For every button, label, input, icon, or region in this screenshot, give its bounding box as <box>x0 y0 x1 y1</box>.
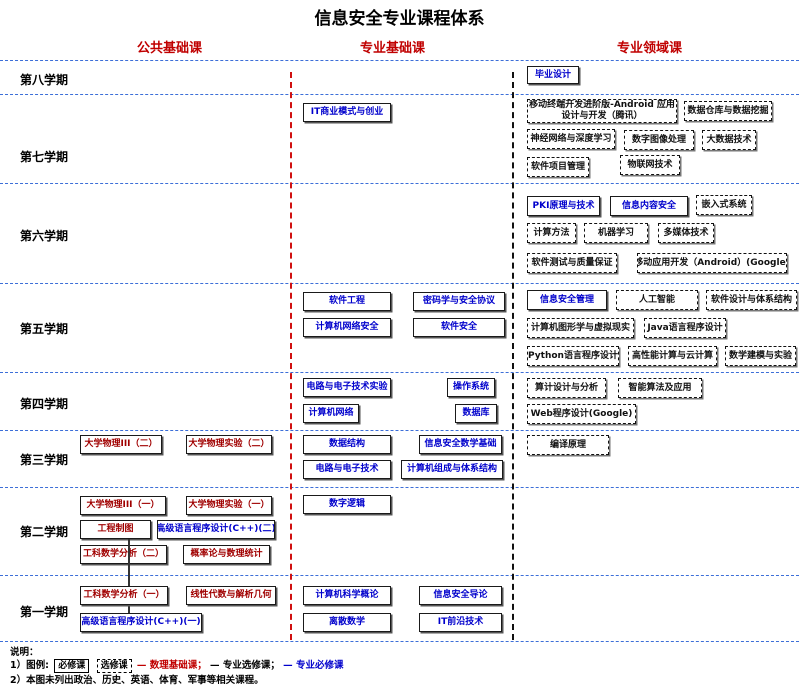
course-box: 信息安全管理 <box>527 290 607 310</box>
prerequisite-connector <box>128 539 130 619</box>
term-label-2: 第二学期 <box>20 525 69 539</box>
diagram-title: 信息安全专业课程体系 <box>314 9 485 29</box>
notes-heading: 说明： <box>10 647 39 658</box>
course-box: Python语言程序设计 <box>527 346 619 366</box>
course-box: 高级语言程序设计(C++)(二) <box>157 520 275 539</box>
course-box: 毕业设计 <box>527 66 579 84</box>
course-box: 信息内容安全 <box>610 196 688 216</box>
course-box: 计算机网络 <box>303 404 359 423</box>
course-box: 智能算法及应用 <box>618 378 702 398</box>
course-box: 电路与电子技术实验 <box>303 378 391 397</box>
course-box: 电路与电子技术 <box>303 460 391 479</box>
course-box: 密码学与安全协议 <box>413 292 505 311</box>
term-label-1: 第一学期 <box>20 605 69 619</box>
course-box: Web程序设计(Google) <box>527 404 636 424</box>
separator-t8-t7 <box>0 94 799 95</box>
course-box: Java语言程序设计 <box>644 318 726 338</box>
course-box: 大数据技术 <box>702 130 756 150</box>
column-header-public: 公共基础课 <box>137 41 203 56</box>
notes-line2: 2）本图未列出政治、历史、英语、体育、军事等相关课程。 <box>10 675 264 686</box>
course-box: 计算机组成与体系结构 <box>401 460 503 479</box>
separator-top <box>0 60 799 61</box>
separator-t3-t2 <box>0 487 799 488</box>
course-box: 算计设计与分析 <box>527 378 606 398</box>
separator-bottom <box>0 641 799 642</box>
separator-t6-t5 <box>0 283 799 284</box>
separator-t4-t3 <box>0 430 799 431</box>
term-label-6: 第六学期 <box>20 229 69 243</box>
legend-elective-box: 选修课 <box>96 659 132 673</box>
course-box: 大学物理III（二） <box>80 435 162 454</box>
term-label-8: 第八学期 <box>20 73 69 87</box>
course-box: 大学物理实验（二） <box>186 435 272 454</box>
course-box: 计算机图形学与虚拟现实 <box>527 318 634 338</box>
legend-required-box: 必修课 <box>54 659 90 673</box>
course-box: 概率论与数理统计 <box>183 545 270 564</box>
legend-prefix: 1）图例: <box>10 660 49 671</box>
course-box: 线性代数与解析几何 <box>186 586 276 605</box>
course-box: 计算机科学概论 <box>303 586 391 605</box>
column-divider-left <box>290 72 292 640</box>
term-label-5: 第五学期 <box>20 322 69 336</box>
legend-elective-text: — 专业选修课； <box>210 660 280 671</box>
course-box: 神经网络与深度学习 <box>527 129 615 149</box>
column-header-major-basic: 专业基础课 <box>360 41 426 56</box>
course-box: 人工智能 <box>616 290 698 310</box>
course-box: 数字图像处理 <box>624 130 694 150</box>
term-label-4: 第四学期 <box>20 397 69 411</box>
course-box: 工程制图 <box>80 520 151 539</box>
course-box: 软件安全 <box>413 318 505 337</box>
course-box: 数字逻辑 <box>303 495 391 514</box>
course-box: 软件项目管理 <box>527 157 589 177</box>
course-box: 计算方法 <box>527 223 576 243</box>
course-box: PKI原理与技术 <box>527 196 600 216</box>
course-box: 计算机网络安全 <box>303 318 391 337</box>
legend-line: 1）图例: 必修课 选修课 — 数理基础课； — 专业选修课； — 专业必修课 <box>10 657 343 673</box>
separator-t7-t6 <box>0 183 799 184</box>
course-box: 物联网技术 <box>620 155 680 175</box>
course-box: 离散数学 <box>303 613 391 632</box>
course-box: 工科数学分析（一） <box>80 586 168 605</box>
column-header-major-field: 专业领域课 <box>617 41 683 56</box>
course-box: 高性能计算与云计算 <box>628 346 717 366</box>
course-box: 信息安全导论 <box>419 586 502 605</box>
legend-public-text: — 数理基础课； <box>136 660 207 671</box>
term-label-3: 第三学期 <box>20 453 69 467</box>
term-label-7: 第七学期 <box>20 150 69 164</box>
course-box: 大学物理实验（一） <box>186 496 272 515</box>
course-box: 操作系统 <box>447 378 495 397</box>
course-box: 软件工程 <box>303 292 391 311</box>
course-box: 数据库 <box>455 404 497 423</box>
course-box: 数据结构 <box>303 435 391 454</box>
course-box: 编译原理 <box>527 435 609 455</box>
course-box: 数据仓库与数据挖掘 <box>684 101 772 121</box>
legend-required-text: — 专业必修课 <box>283 660 344 671</box>
course-box: 软件测试与质量保证 <box>527 253 617 273</box>
course-box: 移动终端开发进阶版-Android 应用设计与开发（腾讯） <box>527 99 677 123</box>
course-box: 嵌入式系统 <box>696 195 752 215</box>
course-box: 高级语言程序设计(C++)(一) <box>80 613 202 632</box>
course-box: 数学建模与实验 <box>725 346 796 366</box>
column-divider-right <box>512 72 514 640</box>
course-box: 信息安全数学基础 <box>419 435 502 454</box>
course-box: 移动应用开发（Android）(Google) <box>637 253 787 273</box>
course-box: IT前沿技术 <box>419 613 502 632</box>
course-box: 工科数学分析（二） <box>80 545 167 564</box>
course-box: 多媒体技术 <box>658 223 714 243</box>
course-box: 大学物理III（一） <box>80 496 166 515</box>
course-box: 机器学习 <box>584 223 648 243</box>
course-box: 软件设计与体系结构 <box>706 290 797 310</box>
separator-t2-t1 <box>0 575 799 576</box>
separator-t5-t4 <box>0 372 799 373</box>
course-box: IT商业模式与创业 <box>303 103 391 122</box>
